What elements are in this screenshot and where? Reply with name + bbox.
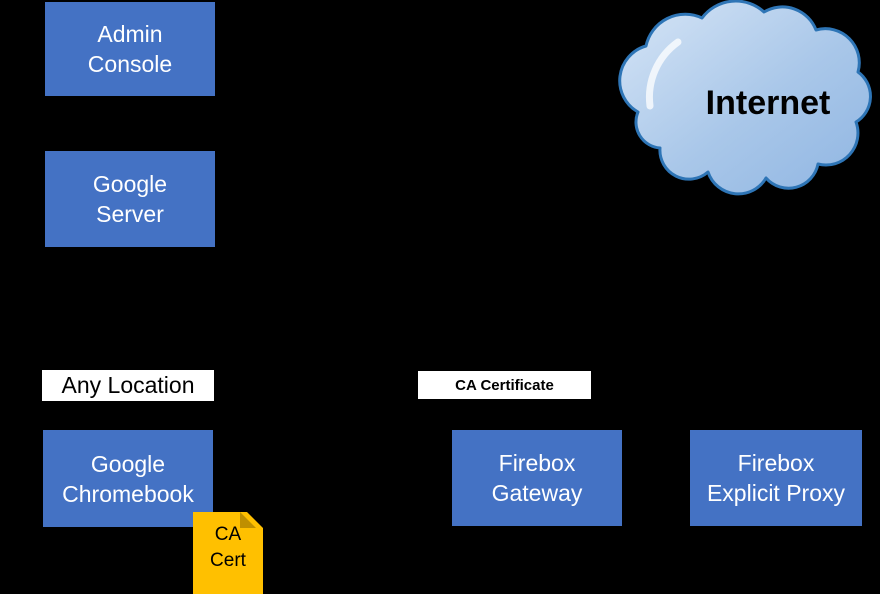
node-label-line: Chromebook (62, 480, 194, 507)
node-label-line: Console (87, 51, 173, 77)
cert-label-line: CA (214, 524, 242, 545)
node-google-server: Google Server (45, 151, 215, 247)
internet-label: Internet (705, 84, 831, 122)
node-label-line: Google (92, 171, 168, 197)
node-label-line: Google (90, 450, 166, 477)
node-label-line: Gateway (491, 480, 583, 506)
node-label-line: Firebox (498, 450, 576, 476)
label-any-location: Any Location (42, 370, 214, 401)
node-label-line: Server (96, 201, 164, 227)
node-label-line: Firebox (737, 450, 815, 476)
node-label-line: Admin (97, 21, 163, 47)
node-admin-console: Admin Console (45, 2, 215, 96)
node-label-line: Explicit Proxy (706, 480, 846, 506)
label-ca-certificate: CA Certificate (418, 371, 591, 399)
cert-label-line: Cert (210, 550, 246, 571)
node-firebox-explicit-proxy: Firebox Explicit Proxy (690, 430, 862, 526)
internet-cloud: Internet (616, 0, 880, 202)
cloud-shape-icon (618, 0, 872, 196)
node-firebox-gateway: Firebox Gateway (452, 430, 622, 526)
ca-cert-shape: CA Cert (193, 512, 263, 594)
node-google-chromebook: Google Chromebook (43, 430, 213, 527)
